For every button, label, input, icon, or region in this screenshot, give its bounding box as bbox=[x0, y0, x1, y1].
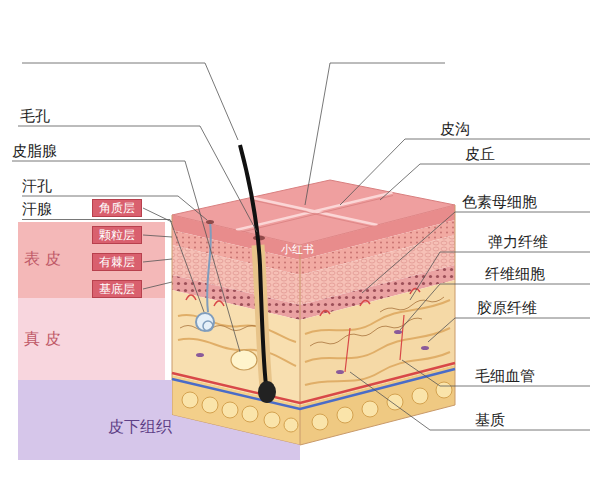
subcutis bbox=[300, 365, 455, 445]
layer-box: 有棘层 bbox=[92, 253, 142, 271]
hair-bulb bbox=[258, 381, 276, 403]
layer-name: 颗粒层 bbox=[99, 227, 135, 243]
part-label-holder: 基质 bbox=[475, 410, 505, 429]
region-name: 真 皮 bbox=[24, 330, 61, 348]
part-label: 汗腺 bbox=[22, 200, 52, 218]
region-name: 皮下组织 bbox=[108, 418, 172, 436]
part-label: 汗孔 bbox=[22, 177, 52, 195]
epidermis-band-fill bbox=[18, 222, 165, 298]
dermis-band-fill bbox=[18, 298, 165, 380]
sweat-gland bbox=[203, 321, 213, 331]
part-label: 皮丘 bbox=[465, 145, 495, 163]
part-label: 毛孔 bbox=[20, 107, 50, 125]
elastic-fiber bbox=[180, 326, 260, 331]
part-label-holder: 皮丘 bbox=[465, 144, 495, 163]
capillary-loop bbox=[320, 288, 420, 316]
part-label-holder: 汗腺 bbox=[22, 199, 52, 218]
part-label-holder: 纤维细胞 bbox=[485, 264, 545, 283]
part-label: 皮脂腺 bbox=[12, 142, 57, 160]
capillary-loop bbox=[186, 295, 224, 306]
layer-name: 基底层 bbox=[99, 281, 135, 297]
hair-shaft bbox=[240, 145, 266, 385]
part-label-holder: 汗孔 bbox=[22, 176, 52, 195]
subcutis-region: 皮下组织 bbox=[18, 380, 300, 460]
part-label-holder: 胶原纤维 bbox=[477, 298, 537, 317]
capillary bbox=[345, 315, 404, 372]
fat-cells bbox=[182, 382, 452, 432]
part-label: 胶原纤维 bbox=[477, 299, 537, 317]
part-label-holder: 弹力纤维 bbox=[488, 232, 548, 251]
part-label-holder: 色素母细胞 bbox=[462, 192, 537, 211]
leader-lines bbox=[12, 63, 590, 430]
watermark-holder: 小红书 bbox=[281, 238, 314, 259]
region-fill bbox=[18, 380, 300, 460]
sebaceous-gland bbox=[231, 350, 257, 370]
layer-name: 有棘层 bbox=[99, 254, 135, 270]
fibroblast bbox=[196, 353, 204, 357]
collagen-fiber bbox=[305, 328, 450, 362]
region-name: 表 皮 bbox=[24, 250, 61, 268]
part-label: 弹力纤维 bbox=[488, 233, 548, 251]
watermark: 小红书 bbox=[281, 241, 314, 259]
fibroblast bbox=[421, 346, 429, 350]
layer-box: 基底层 bbox=[92, 280, 142, 298]
part-label-holder: 皮脂腺 bbox=[12, 141, 57, 160]
artery bbox=[172, 363, 455, 403]
block-edge bbox=[300, 245, 301, 445]
part-label-holder: 毛细血管 bbox=[475, 366, 535, 385]
fibroblast bbox=[394, 330, 402, 334]
collagen-fiber bbox=[305, 300, 450, 334]
layer-box: 颗粒层 bbox=[92, 226, 142, 244]
sweat-gland bbox=[196, 313, 214, 331]
dermis-band: 真 皮 bbox=[18, 298, 165, 380]
part-label: 基质 bbox=[475, 411, 505, 429]
sweat-pore bbox=[206, 220, 214, 224]
part-label-holder: 皮沟 bbox=[440, 119, 470, 138]
skin-groove bbox=[236, 193, 393, 231]
part-label: 毛细血管 bbox=[475, 367, 535, 385]
part-label: 色素母细胞 bbox=[462, 193, 537, 211]
block-outline bbox=[172, 205, 455, 445]
layer-name: 角质层 bbox=[99, 200, 135, 216]
sweat-duct bbox=[207, 222, 211, 312]
part-label: 皮沟 bbox=[440, 120, 470, 138]
fibroblast bbox=[336, 370, 344, 374]
part-label: 纤维细胞 bbox=[485, 265, 545, 283]
collagen-fiber bbox=[305, 352, 450, 385]
part-label-holder: 毛孔 bbox=[20, 106, 50, 125]
elastic-fiber bbox=[380, 297, 444, 312]
elastic-fiber bbox=[310, 318, 422, 346]
layer-box: 角质层 bbox=[92, 199, 142, 217]
